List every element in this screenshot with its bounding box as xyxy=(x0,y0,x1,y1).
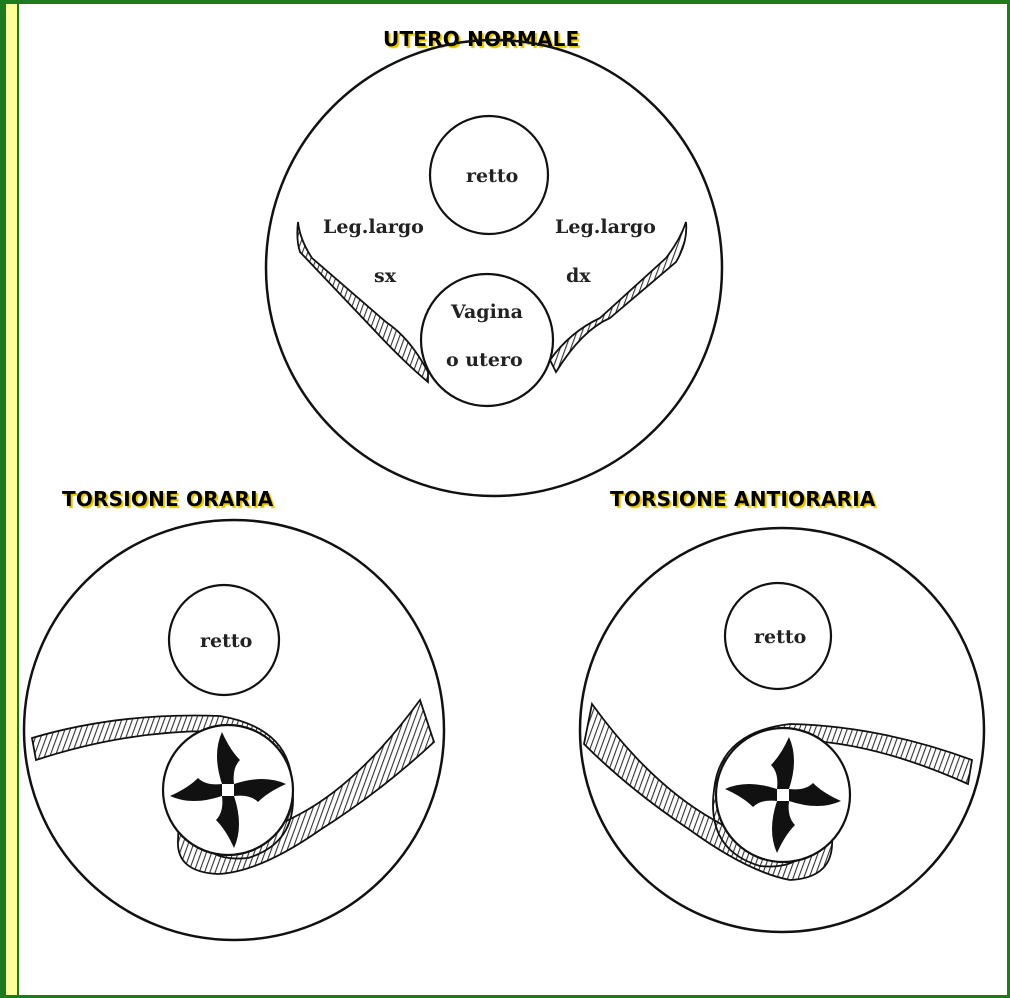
clockwise-torsion-diagram: retto xyxy=(24,520,444,940)
broad-ligament-left xyxy=(297,222,428,382)
label-retto-counterclockwise: retto xyxy=(754,626,806,648)
label-sx: sx xyxy=(374,265,397,287)
label-retto-normal: retto xyxy=(466,165,518,187)
vagina-uterus-circle-normal xyxy=(421,274,553,406)
counterclockwise-torsion-diagram: retto xyxy=(580,528,984,932)
label-dx: dx xyxy=(566,265,591,287)
label-leg-largo-dx: Leg.largo xyxy=(555,216,656,238)
broad-ligament-right xyxy=(550,222,686,372)
twisted-uterus-circle-counterclockwise xyxy=(716,728,850,862)
label-leg-largo-sx: Leg.largo xyxy=(323,216,424,238)
normal-uterus-diagram: retto Leg.largo sx Leg.largo dx Vagina o… xyxy=(266,40,722,496)
label-retto-clockwise: retto xyxy=(200,630,252,652)
label-o-utero: o utero xyxy=(446,349,523,371)
label-vagina: Vagina xyxy=(450,301,523,323)
pelvis-circle-normal xyxy=(266,40,722,496)
